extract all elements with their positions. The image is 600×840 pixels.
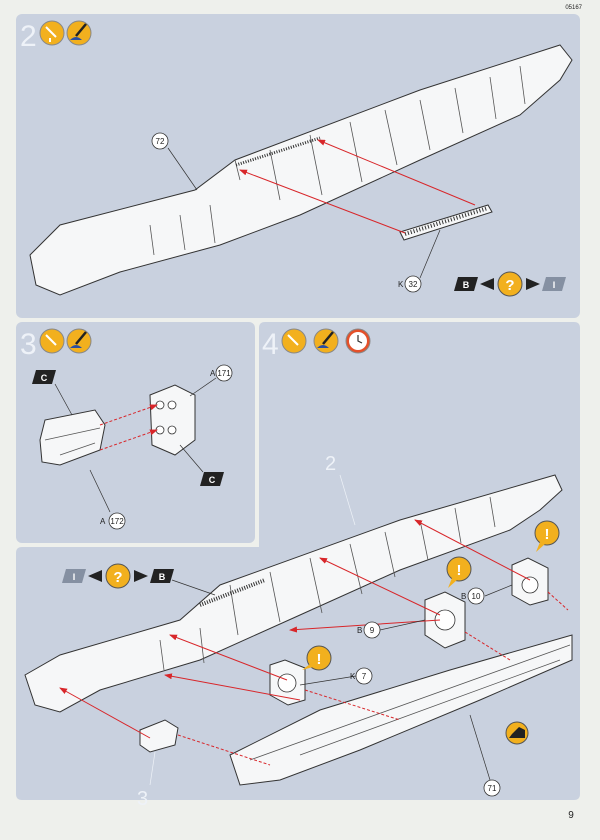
svg-text:!: ! xyxy=(457,562,462,579)
step-3-reference: 3 xyxy=(137,788,148,810)
part-callout-b9 xyxy=(363,621,381,639)
step-2-reference: 2 xyxy=(325,453,336,475)
display-stand-icon xyxy=(505,721,529,745)
step-3-panel: 3 C C A 171 A 172 xyxy=(16,322,255,543)
part-letter: A xyxy=(100,517,106,526)
step-2-number: 2 xyxy=(20,20,37,53)
part-a171-plate xyxy=(149,384,196,456)
part-number: 9 xyxy=(370,626,375,635)
page-number: 9 xyxy=(568,810,574,821)
svg-text:!: ! xyxy=(545,526,550,543)
kit-number: 05167 xyxy=(565,5,582,11)
part-callout-k32 xyxy=(404,275,422,293)
part-number: 71 xyxy=(488,784,497,793)
paint-brush-icon xyxy=(66,20,92,46)
part-letter: K xyxy=(398,280,404,289)
assembly-arrow xyxy=(239,169,406,234)
part-callout-a171 xyxy=(215,364,233,382)
svg-text:!: ! xyxy=(317,651,322,668)
decision-option-i-vs-b: I ? B xyxy=(62,563,174,589)
bulkhead-part-b10 xyxy=(511,557,549,606)
assembly-arrow xyxy=(414,519,531,581)
svg-text:B: B xyxy=(463,280,470,290)
svg-text:B: B xyxy=(159,572,166,582)
part-letter: K xyxy=(350,672,356,681)
paint-brush-icon xyxy=(66,328,92,354)
assembly-arrow xyxy=(319,557,441,616)
part-number: 32 xyxy=(409,280,418,289)
part-callout-72 xyxy=(151,132,169,150)
bracket-assembly-step3 xyxy=(139,719,179,753)
svg-text:C: C xyxy=(209,475,216,485)
clock-icon xyxy=(345,328,371,354)
paint-brush-icon xyxy=(313,328,339,354)
warning-icon: ! xyxy=(302,645,332,671)
glue-icon xyxy=(281,328,307,354)
svg-text:I: I xyxy=(73,572,76,582)
flag-c-bottom: C xyxy=(200,472,224,486)
part-callout-k7 xyxy=(355,667,373,685)
assembly-arrow xyxy=(169,634,288,681)
step-2-panel: 2 72 K 32 B xyxy=(16,14,580,318)
rail-part-k32 xyxy=(399,204,493,241)
part-a172-bracket xyxy=(39,409,106,466)
warning-icon: ! xyxy=(534,520,560,552)
warning-icon: ! xyxy=(446,556,472,588)
part-number: 7 xyxy=(362,672,367,681)
svg-text:?: ? xyxy=(113,569,122,586)
part-number: 10 xyxy=(472,592,481,601)
assembly-arrow xyxy=(99,429,158,451)
part-letter: A xyxy=(210,369,216,378)
assembly-arrow xyxy=(289,619,441,633)
glue-icon xyxy=(39,20,65,46)
part-callout-a172 xyxy=(108,512,126,530)
hull-assembly-72 xyxy=(24,474,563,713)
svg-text:I: I xyxy=(553,280,556,290)
svg-text:?: ? xyxy=(505,277,514,294)
assembly-arrow xyxy=(164,673,301,701)
assembly-arrow xyxy=(99,404,158,426)
decision-option-b-vs-i: B ? I xyxy=(454,271,566,297)
bulkhead-part-k7 xyxy=(269,659,306,706)
step-4-panel: 4 2 ! ! ! xyxy=(16,322,580,810)
part-callout-b10 xyxy=(467,587,485,605)
part-number: 171 xyxy=(217,369,231,378)
hull-part-71 xyxy=(229,634,573,786)
glue-icon xyxy=(39,328,65,354)
hull-part-72 xyxy=(29,44,573,296)
part-letter: B xyxy=(461,592,466,601)
step-3-number: 3 xyxy=(20,328,37,361)
assembly-arrow xyxy=(317,139,476,206)
part-letter: B xyxy=(357,626,362,635)
step-4-number: 4 xyxy=(262,328,279,361)
svg-text:C: C xyxy=(41,373,48,383)
part-number: 72 xyxy=(156,137,165,146)
part-callout-71 xyxy=(483,779,501,797)
assembly-arrow xyxy=(59,687,151,739)
part-number: 172 xyxy=(110,517,124,526)
flag-c-top: C xyxy=(32,370,56,384)
